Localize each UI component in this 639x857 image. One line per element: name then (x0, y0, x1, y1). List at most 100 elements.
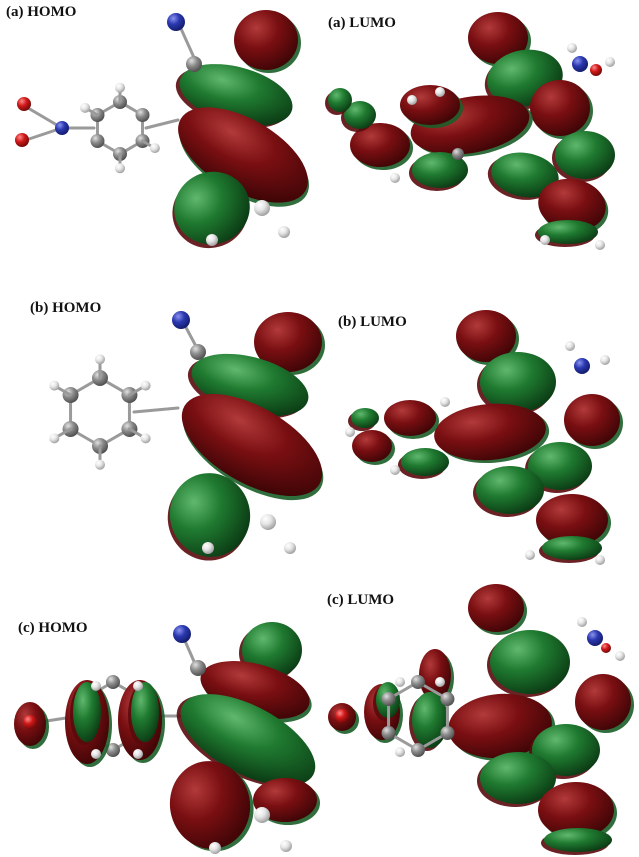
carbon-atom (452, 148, 464, 160)
label-a-homo: (a) HOMO (6, 4, 77, 20)
hydrogen-atom (115, 163, 125, 174)
nitrogen-atom (167, 13, 185, 31)
hydrogen-atom (254, 200, 270, 216)
hydrogen-atom (595, 240, 605, 250)
carbon-atom (190, 344, 206, 360)
hydrogen-atom (407, 95, 417, 105)
positive-lobe (468, 584, 524, 632)
negative-lobe (538, 220, 598, 244)
label-a-lumo: (a) LUMO (328, 15, 396, 31)
panel-b-homo (49, 311, 325, 561)
hydrogen-atom (595, 555, 605, 565)
carbon-atom (90, 134, 105, 148)
positive-lobe (538, 782, 614, 838)
negative-lobe (401, 448, 449, 476)
positive-lobe (456, 310, 516, 362)
carbon-atom (440, 726, 455, 740)
negative-lobe (174, 171, 250, 245)
negative-lobe (528, 442, 592, 490)
bond (132, 406, 180, 414)
carbon-atom (106, 743, 120, 757)
carbon-atom (411, 675, 425, 689)
hydrogen-atom (202, 542, 214, 554)
carbon-atom (381, 692, 396, 706)
hydrogen-atom (91, 749, 101, 759)
hydrogen-atom (435, 87, 445, 97)
hydrogen-atom (260, 514, 276, 530)
hydrogen-atom (577, 617, 587, 627)
label-c-homo: (c) HOMO (18, 620, 88, 636)
oxygen-atom (15, 133, 29, 147)
negative-lobe (490, 630, 570, 694)
oxygen-atom (23, 715, 37, 729)
hydrogen-atom (80, 102, 91, 113)
negative-lobe (131, 682, 159, 742)
hydrogen-atom (395, 677, 405, 687)
hydrogen-atom (133, 681, 143, 691)
hydrogen-atom (206, 234, 218, 246)
negative-lobe (491, 152, 559, 198)
hydrogen-atom (600, 355, 610, 365)
hydrogen-atom (540, 235, 550, 245)
hydrogen-atom (280, 840, 292, 852)
carbon-atom (186, 56, 202, 72)
hydrogen-atom (605, 57, 615, 67)
negative-lobe (480, 752, 556, 804)
negative-lobe (542, 536, 602, 560)
hydrogen-atom (390, 465, 400, 475)
negative-lobe (344, 101, 376, 129)
nitrogen-atom (173, 625, 191, 643)
hydrogen-atom (565, 341, 575, 351)
negative-lobe (180, 694, 316, 786)
positive-lobe (178, 107, 308, 203)
positive-lobe (169, 761, 251, 849)
oxygen-atom (601, 643, 611, 653)
positive-lobe (530, 80, 590, 136)
hydrogen-atom (440, 397, 450, 407)
positive-lobe (181, 393, 323, 497)
positive-lobe (564, 394, 620, 446)
hydrogen-atom (209, 842, 221, 854)
label-b-homo: (b) HOMO (30, 300, 102, 316)
panel-b-lumo (345, 310, 623, 565)
nitrogen-atom (574, 358, 590, 374)
carbon-atom (106, 675, 120, 689)
panel-c-lumo (328, 584, 634, 855)
negative-lobe (73, 682, 101, 742)
nitrogen-atom (172, 311, 190, 329)
hydrogen-atom (254, 807, 270, 823)
positive-lobe (384, 400, 436, 436)
carbon-atom (135, 108, 150, 122)
negative-lobe (412, 152, 468, 188)
positive-lobe (254, 312, 322, 372)
hydrogen-atom (49, 433, 60, 444)
hydrogen-atom (95, 354, 105, 365)
negative-lobe (555, 131, 615, 179)
hydrogen-atom (525, 550, 535, 560)
negative-lobe (412, 692, 448, 748)
oxygen-atom (17, 97, 31, 111)
panel-a-homo (15, 10, 309, 249)
negative-lobe (169, 473, 251, 557)
positive-lobe (352, 430, 392, 462)
hydrogen-atom (395, 747, 405, 757)
hydrogen-atom (345, 427, 355, 437)
hydrogen-atom (140, 380, 151, 391)
hydrogen-atom (435, 677, 445, 687)
label-c-lumo: (c) LUMO (327, 592, 395, 608)
positive-lobe (575, 674, 631, 730)
bond (144, 118, 180, 130)
positive-lobe (234, 10, 298, 70)
positive-lobe (350, 123, 410, 167)
positive-lobe (434, 403, 546, 461)
hydrogen-atom (567, 43, 577, 53)
nitrogen-atom (587, 630, 603, 646)
carbon-atom (381, 726, 396, 740)
positive-lobe (468, 12, 528, 64)
panel-c-homo (14, 622, 320, 854)
carbon-atom (411, 743, 425, 757)
carbon-atom (440, 692, 455, 706)
positive-lobe (538, 178, 606, 232)
oxygen-atom (590, 64, 602, 76)
